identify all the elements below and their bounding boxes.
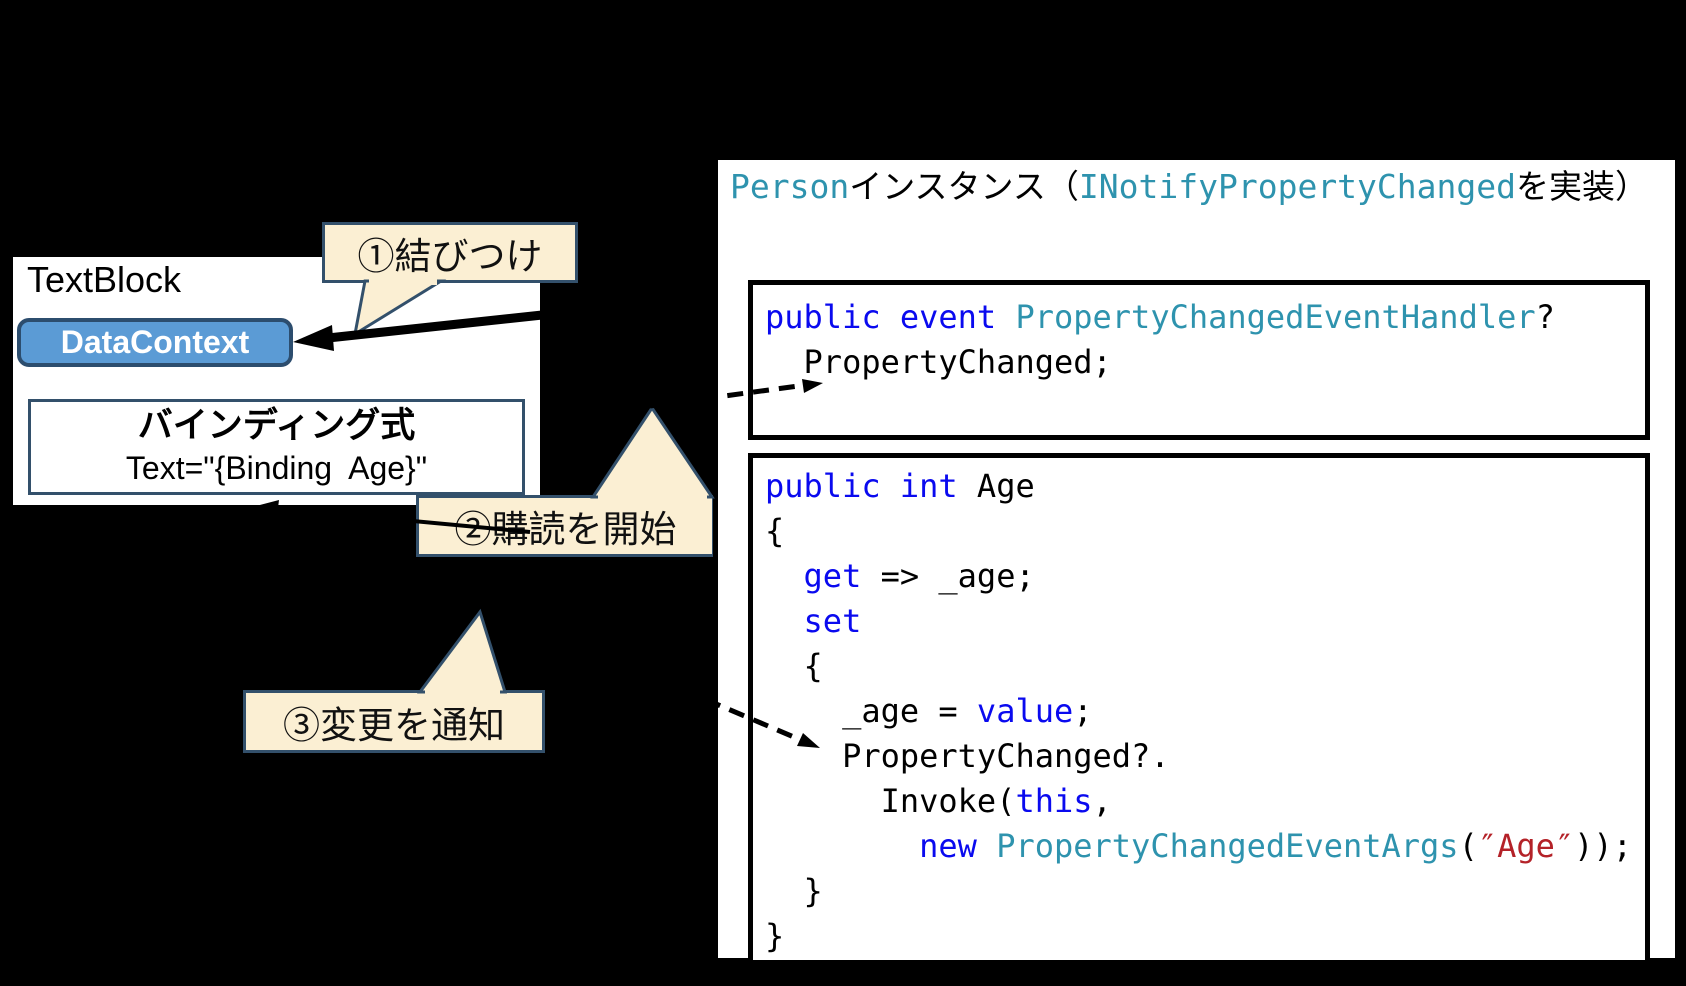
callout-step3-notify: ③変更を通知	[243, 690, 545, 753]
binding-expression-title: バインディング式	[137, 406, 416, 445]
callout-step3-label: ③変更を通知	[283, 704, 505, 746]
code-line: Invoke(this,	[765, 782, 1112, 820]
event-declaration-code-box: public event PropertyChangedEventHandler…	[748, 280, 1650, 440]
textblock-title: TextBlock	[27, 259, 182, 300]
code-line: {	[765, 512, 785, 550]
code-line: public event PropertyChangedEventHandler…	[765, 298, 1555, 336]
datacontext-badge: DataContext	[17, 318, 293, 367]
code-line: _age = value;	[765, 692, 1093, 730]
textblock-panel: TextBlock DataContext バインディング式 Text="{Bi…	[13, 257, 540, 505]
binding-expression-box: バインディング式 Text="{Binding Age}"	[28, 399, 525, 495]
code-line: }	[765, 872, 823, 910]
age-property-code-box: public int Age { get => _age; set { _age …	[748, 453, 1650, 965]
code-line: set	[803, 602, 862, 640]
callout-step3-tail	[417, 608, 508, 696]
code-line: PropertyChanged?.	[765, 737, 1170, 775]
code-line: public int Age	[765, 467, 1035, 505]
callout-step1-label: ①結びつけ	[357, 235, 543, 277]
person-instance-box: Personインスタンス（INotifyPropertyChangedを実装） …	[713, 155, 1680, 965]
code-line: {	[765, 647, 823, 685]
code-line: PropertyChanged;	[765, 343, 1112, 381]
person-instance-title: Personインスタンス（INotifyPropertyChangedを実装）	[730, 166, 1648, 207]
code-line: get => _age;	[803, 557, 1035, 595]
code-line: }	[765, 917, 785, 955]
callout-step2-subscribe: ②購読を開始	[416, 495, 715, 557]
callout-step2-label: ②購読を開始	[454, 509, 677, 550]
callout-step1-bind: ①結びつけ	[322, 222, 578, 283]
callout-step2-tail	[590, 405, 715, 501]
code-line: Personインスタンス（INotifyPropertyChangedを実装）	[730, 167, 1648, 206]
datacontext-label: DataContext	[60, 324, 250, 360]
code-line: new PropertyChangedEventArgs(″Age″));	[919, 827, 1632, 865]
binding-expression-code: Text="{Binding Age}"	[125, 450, 428, 486]
